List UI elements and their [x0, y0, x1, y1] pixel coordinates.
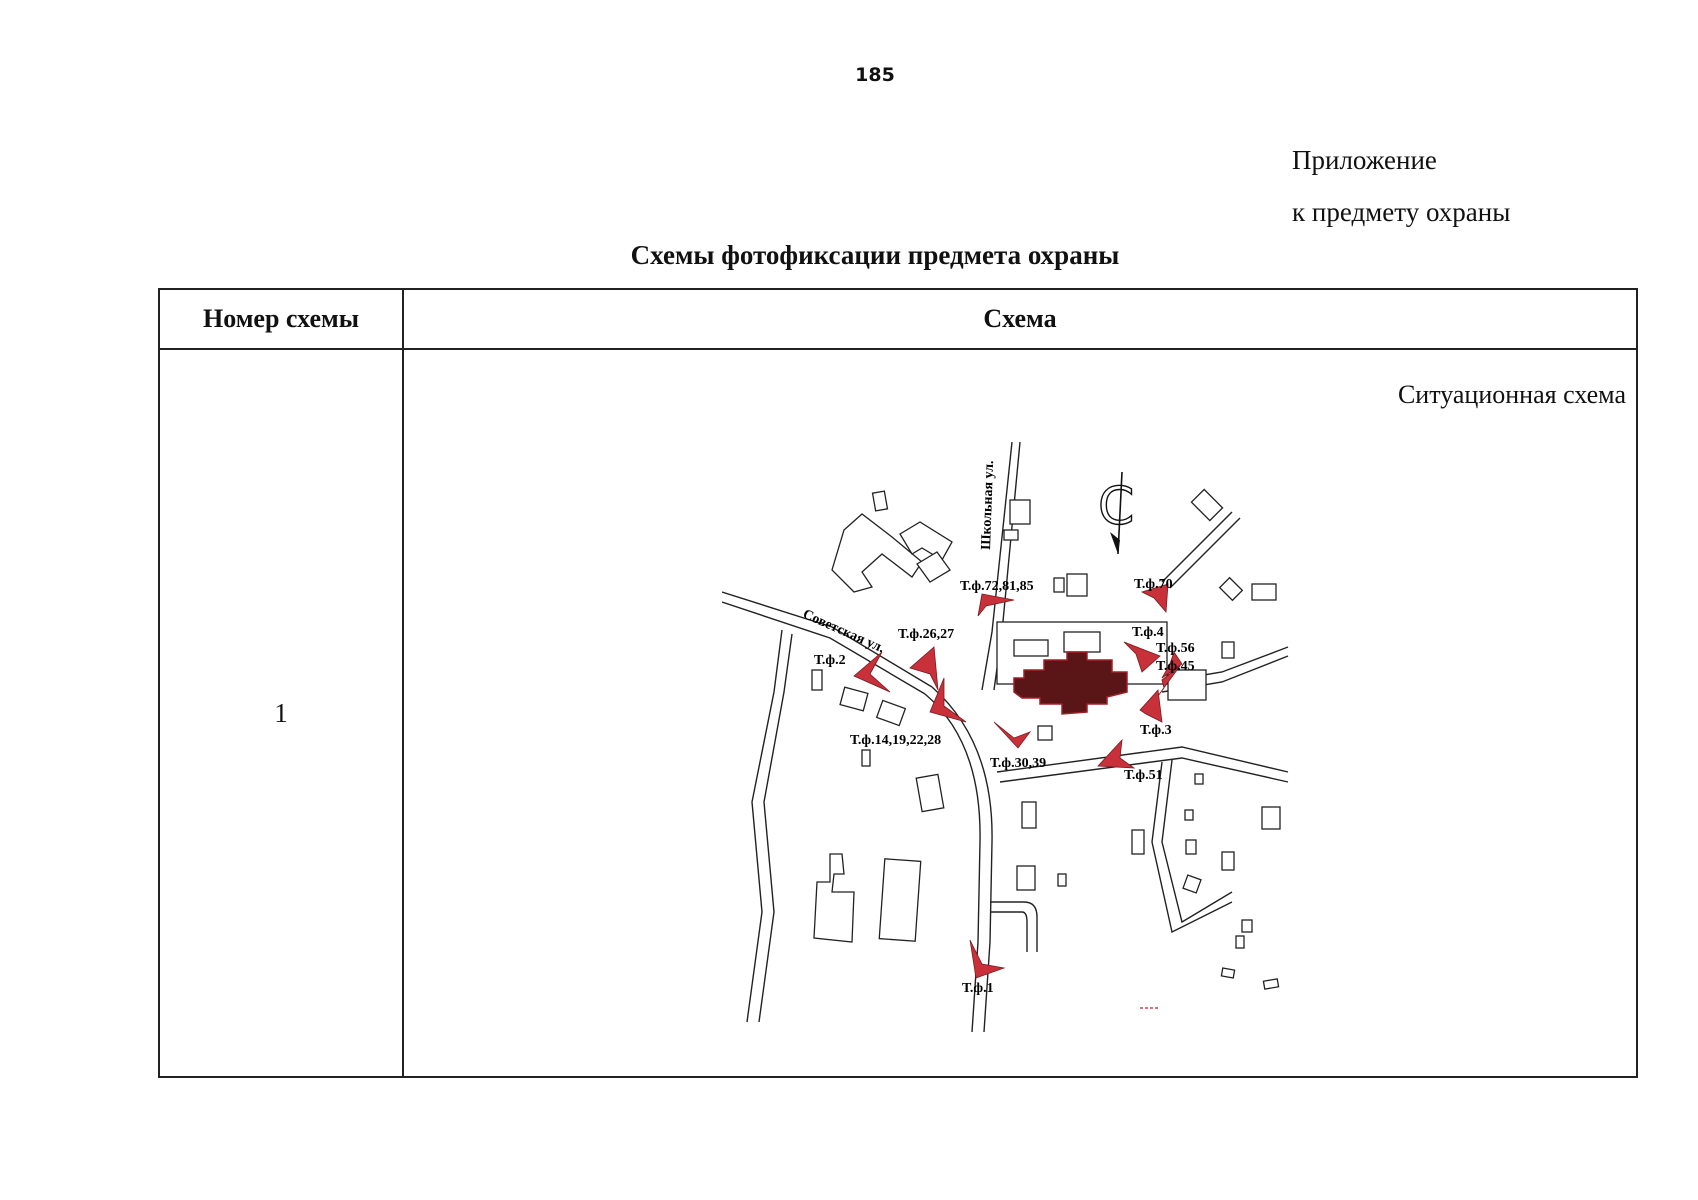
photo-point-label: Т.ф.4: [1132, 625, 1164, 640]
appendix-line-1: Приложение: [1292, 145, 1437, 175]
photo-point-label: Т.ф.1: [962, 981, 994, 996]
protected-object: [1013, 651, 1128, 715]
photo-point-label: Т.ф.30,39: [990, 756, 1046, 771]
photo-point-label: Т.ф.72,81,85: [960, 579, 1034, 594]
header-scheme-number: Номер схемы: [158, 288, 404, 350]
scheme-number: 1: [158, 348, 404, 1078]
street-label-shkolnaya: Школьная ул.: [979, 460, 997, 550]
appendix-line-2: к предмету охраны: [1292, 197, 1511, 227]
situational-map: С Советская ул. Школьная ул.: [722, 442, 1289, 1033]
north-arrow-icon: С: [1097, 471, 1135, 555]
appendix-note: Приложение к предмету охраны: [1292, 134, 1510, 238]
street-label-sovetskaya: Советская ул.: [800, 607, 886, 656]
photo-point-label: Т.ф.70: [1134, 577, 1173, 592]
photo-point-label: Т.ф.3: [1140, 723, 1172, 738]
photo-point-label: Т.ф.26,27: [898, 627, 954, 642]
schemes-table: Номер схемы Схема 1 Ситуационная схема: [158, 288, 1638, 1078]
photo-point-label: Т.ф.56: [1156, 641, 1195, 656]
photo-point-label: Т.ф.45: [1156, 659, 1195, 674]
scheme-cell: Ситуационная схема: [402, 348, 1638, 1078]
photo-point-label: Т.ф.14,19,22,28: [850, 733, 941, 748]
photo-point-arrows: [853, 583, 1183, 979]
north-symbol: С: [1098, 477, 1134, 537]
scheme-subtitle: Ситуационная схема: [1397, 380, 1626, 409]
photo-point-label: Т.ф.2: [814, 653, 846, 668]
table-row: 1 Ситуационная схема: [158, 348, 1638, 1078]
table-header-row: Номер схемы Схема: [158, 288, 1638, 350]
page-number: 185: [855, 64, 895, 86]
photo-point-label: Т.ф.51: [1124, 768, 1163, 783]
header-scheme: Схема: [402, 288, 1638, 350]
document-title: Схемы фотофиксации предмета охраны: [630, 240, 1120, 270]
